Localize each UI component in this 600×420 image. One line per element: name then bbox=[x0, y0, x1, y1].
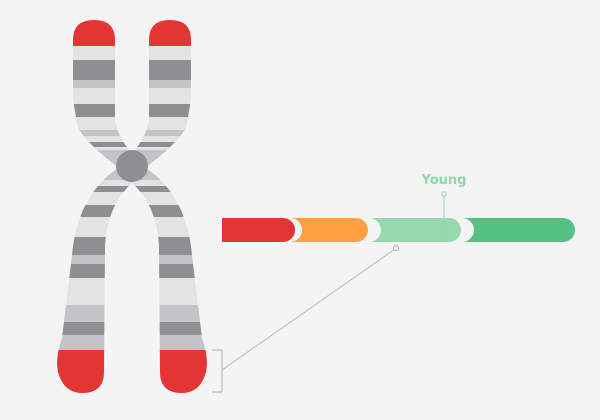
centromere bbox=[116, 150, 148, 182]
telomere-length-bar bbox=[222, 218, 575, 242]
bar-segment-green bbox=[462, 218, 575, 242]
top-telomeres bbox=[57, 20, 207, 46]
young-label: Young bbox=[421, 173, 467, 188]
bar-segment-light-green bbox=[369, 218, 461, 242]
telomere-bracket bbox=[212, 349, 223, 393]
connector-dot bbox=[393, 245, 399, 251]
mid-bands bbox=[57, 80, 207, 350]
marker-dot bbox=[441, 191, 447, 197]
chromosome bbox=[57, 20, 207, 393]
dark-bands bbox=[57, 60, 207, 335]
bottom-telomeres bbox=[57, 350, 207, 393]
connector-line bbox=[221, 248, 396, 371]
bar-segment-orange bbox=[290, 218, 368, 242]
bar-segment-red bbox=[222, 218, 295, 242]
